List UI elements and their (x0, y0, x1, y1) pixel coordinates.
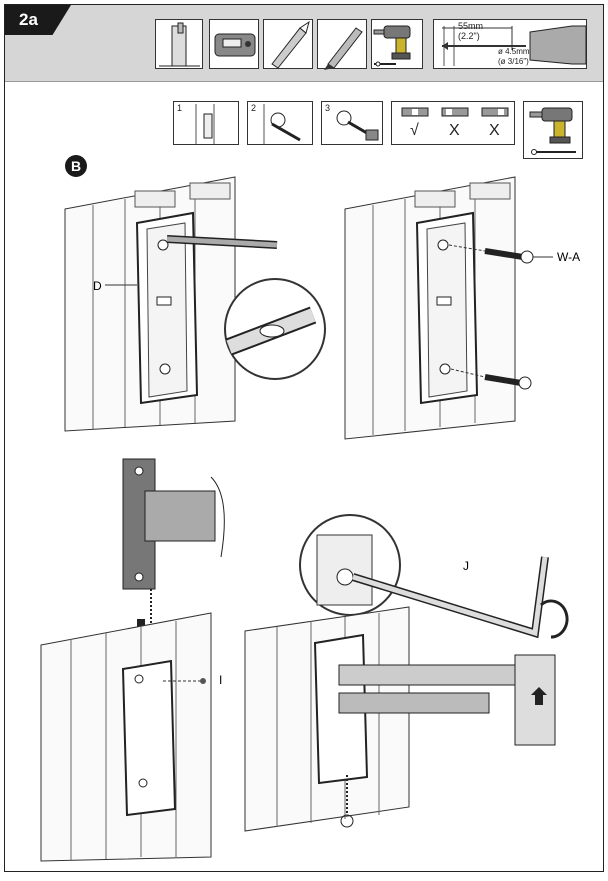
drill-icon (529, 107, 576, 155)
tool-pencil-box (317, 19, 367, 70)
part-label-j: J (463, 559, 469, 573)
part-label-i: I (219, 673, 223, 687)
step-2-number: 2 (251, 103, 257, 113)
section-b-badge: B (65, 155, 87, 177)
instruction-page: 2a (4, 4, 604, 872)
step-3-number: 3 (325, 103, 331, 113)
drill-depth-mm: 55mm (458, 21, 484, 31)
arm-mounted-illustration (244, 514, 569, 832)
step-3-illustration (336, 110, 379, 141)
pencil-icon (324, 27, 363, 70)
level-wrong-mark-2: X (489, 122, 500, 139)
level-wrong-mark-1: X (449, 122, 460, 139)
step-1-box: 1 (173, 101, 239, 145)
rail-icon (159, 22, 200, 67)
step-1-illustration (195, 104, 215, 144)
step-1-number: 1 (177, 103, 183, 113)
stud-finder-icon (214, 33, 256, 57)
drill-step-box (523, 101, 583, 159)
step-3-box: 3 (321, 101, 383, 145)
drill-depth-in: (2.2") (458, 31, 480, 41)
part-label-wa: W-A (557, 250, 581, 264)
wall-plate-leveling-illustration (64, 176, 326, 432)
utility-knife-icon (271, 20, 310, 69)
level-icons (401, 107, 509, 117)
drill-spec-box: 55mm (2.2") ø 4.5mm (ø 3/16") (433, 19, 587, 69)
tool-rail-box (155, 19, 203, 69)
step-2-box: 2 (247, 101, 313, 145)
drill-bit-diagram (442, 25, 587, 66)
drill-bit-in: (ø 3/16") (498, 57, 529, 66)
tool-stud-finder-box (209, 19, 259, 69)
drill-icon (373, 25, 411, 67)
mount-hanging-illustration (40, 458, 225, 862)
tool-drill-box (371, 19, 423, 69)
part-label-d: D (93, 279, 102, 293)
drill-bit-mm: ø 4.5mm (498, 47, 530, 56)
level-ok-mark: √ (410, 122, 419, 139)
level-check-box: √ X X (391, 101, 515, 145)
step-2-illustration (263, 104, 301, 144)
tool-knife-box (263, 19, 313, 69)
wall-plate-screws-illustration (344, 176, 553, 440)
